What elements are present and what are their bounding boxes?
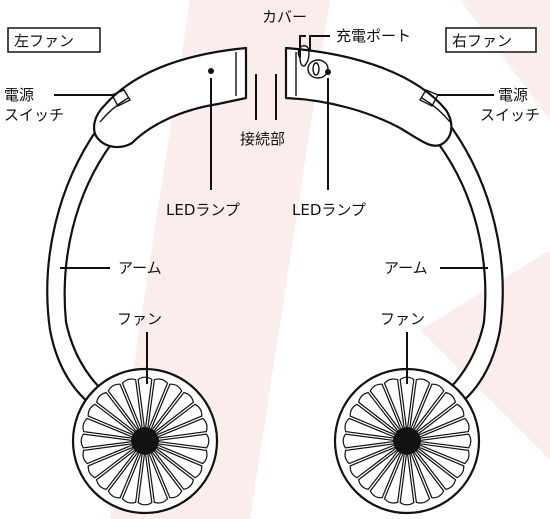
- fan-blade: [87, 446, 134, 479]
- fan-blade: [156, 403, 203, 436]
- left-led-label: LEDランプ: [166, 201, 240, 219]
- left-power-switch-label-1: 電源: [4, 86, 34, 104]
- left-power-switch-icon: [111, 89, 131, 107]
- fan-blade: [369, 383, 402, 430]
- fan-blade: [409, 378, 431, 428]
- right-fan-label-box: 右ファン: [445, 27, 537, 53]
- fan-blade: [383, 454, 405, 504]
- fan-blade: [121, 454, 143, 504]
- fan-blade: [409, 454, 431, 504]
- right-power-switch-label-2: スイッチ: [480, 106, 540, 124]
- connector-label: 接続部: [240, 130, 285, 148]
- fan-blade: [412, 383, 445, 430]
- left-led-dot: [208, 68, 214, 74]
- left-arm-label: アーム: [118, 259, 162, 277]
- left-fan: [71, 367, 219, 515]
- fan-blade: [349, 446, 396, 479]
- fan-blade: [369, 452, 402, 499]
- fan-blade: [418, 446, 465, 479]
- fan-blade: [82, 443, 132, 465]
- fan-blade: [342, 433, 394, 449]
- fan-blade: [418, 403, 465, 436]
- fan-blade: [107, 383, 140, 430]
- fan-blade: [344, 443, 394, 465]
- fan-blade: [95, 449, 137, 491]
- right-led-label: LEDランプ: [292, 201, 366, 219]
- fan-blade: [153, 449, 195, 491]
- fan-blade: [137, 454, 153, 506]
- fan-blade: [420, 417, 470, 439]
- fan-blade: [415, 391, 457, 433]
- fan-blade: [95, 391, 137, 433]
- fan-blade: [383, 378, 405, 428]
- fan-blade: [150, 452, 183, 499]
- fan-blade: [147, 378, 169, 428]
- fan-blade: [344, 417, 394, 439]
- leader-lines: [54, 35, 494, 384]
- fan-blade: [82, 417, 132, 439]
- fan-blade: [357, 391, 399, 433]
- fan-blade: [420, 443, 470, 465]
- fan-blade: [415, 449, 457, 491]
- right-fan-part-label: ファン: [380, 310, 425, 328]
- left-fan-part-label: ファン: [117, 310, 162, 328]
- fan-blade: [121, 378, 143, 428]
- charge-port-label: 充電ポート: [336, 27, 411, 45]
- fan-blade: [107, 452, 140, 499]
- left-fan-label-box: 左ファン: [7, 27, 101, 53]
- left-power-switch-label-2: スイッチ: [4, 106, 64, 124]
- fan-blade: [399, 454, 415, 506]
- fan-blade: [156, 446, 203, 479]
- fan-blade: [158, 443, 208, 465]
- left-fan-label: 左ファン: [14, 32, 74, 50]
- fan-blade: [349, 403, 396, 436]
- fan-blade: [80, 433, 132, 449]
- fan-blade: [357, 449, 399, 491]
- fan-blade: [153, 391, 195, 433]
- right-head-unit: [284, 45, 453, 147]
- connector-lines: [255, 74, 277, 120]
- right-fan-label: 右ファン: [452, 32, 512, 50]
- fan-blade: [137, 376, 153, 428]
- right-power-switch-label-1: 電源: [498, 86, 528, 104]
- fan-blade: [87, 403, 134, 436]
- right-power-switch-icon: [419, 89, 439, 107]
- fan-blade: [158, 433, 210, 449]
- fan-blade: [412, 452, 445, 499]
- right-fan: [333, 367, 481, 515]
- fan-blade: [150, 383, 183, 430]
- fan-blade: [147, 454, 169, 504]
- fan-blade: [158, 417, 208, 439]
- right-arm-label: アーム: [384, 259, 428, 277]
- left-head-unit: [93, 46, 248, 149]
- fan-blade: [420, 433, 472, 449]
- left-arm: [46, 126, 118, 414]
- cover-label: カバー: [262, 8, 307, 26]
